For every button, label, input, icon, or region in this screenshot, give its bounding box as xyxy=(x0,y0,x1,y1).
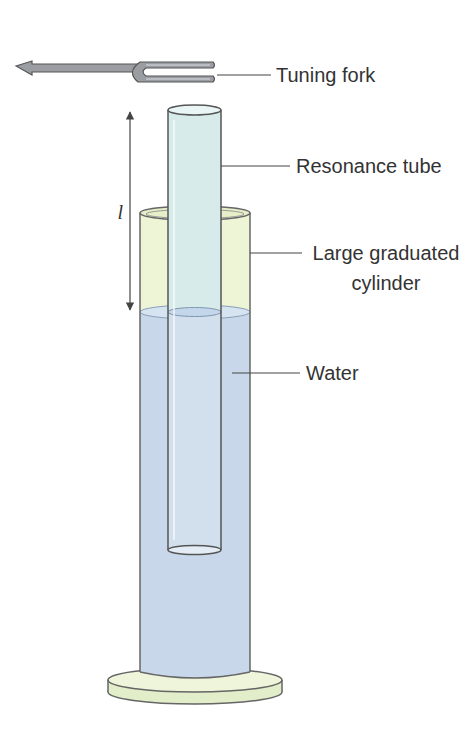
resonance-tube xyxy=(168,105,221,555)
part-label: Tuning fork xyxy=(276,60,375,90)
part-label: Resonance tube xyxy=(296,151,442,181)
part-label: Large graduated cylinder xyxy=(306,238,466,298)
length-arrow xyxy=(129,112,130,310)
part-label: Water xyxy=(306,358,359,388)
dimension-label: l xyxy=(115,197,125,227)
leader-lines xyxy=(217,75,302,373)
tuning-fork xyxy=(16,61,215,82)
